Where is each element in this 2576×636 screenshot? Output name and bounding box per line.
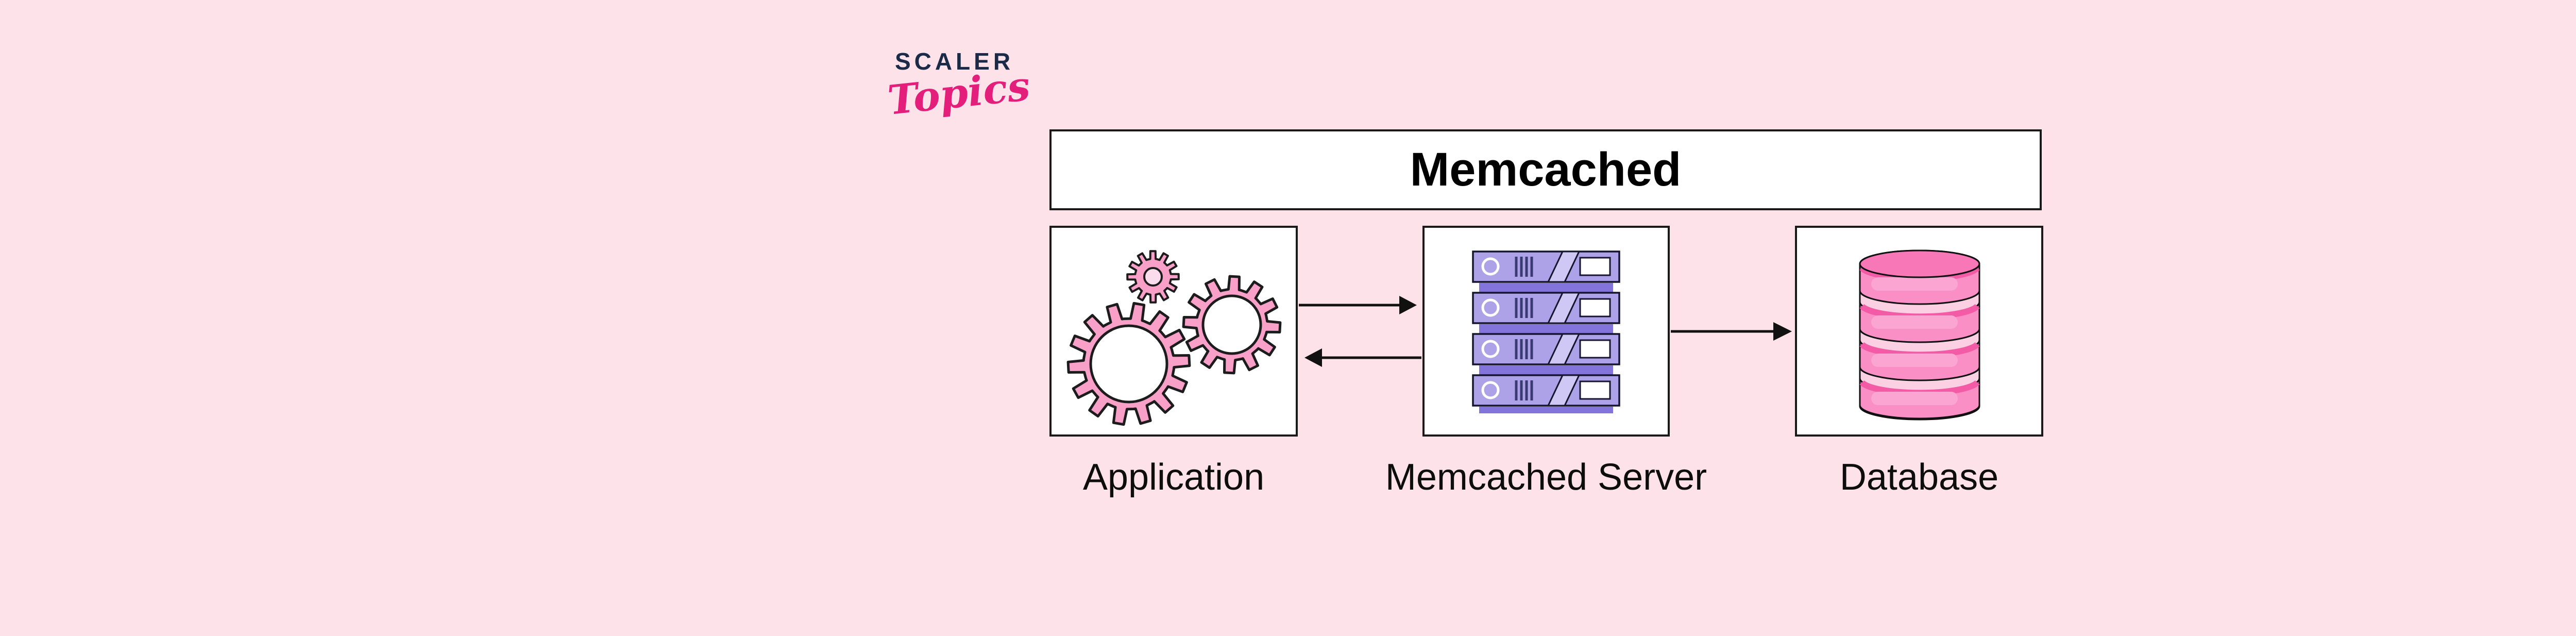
server-stack-icon <box>1472 250 1620 413</box>
diagram-title: Memcached <box>1410 143 1682 196</box>
arrow-server-to-db <box>1671 322 1792 341</box>
memcached-server-label: Memcached Server <box>1385 457 1707 498</box>
gears-icon <box>1066 250 1282 426</box>
arrow-app-to-server <box>1299 296 1417 314</box>
application-label: Application <box>1082 457 1265 498</box>
application-box <box>1049 226 1298 437</box>
logo-script-text: Topics <box>885 62 1032 124</box>
scaler-topics-logo: SCALER Topics <box>886 48 1032 124</box>
logo-brand-text: SCALER <box>894 48 1014 75</box>
memcached-server-box <box>1422 226 1670 437</box>
arrow-server-to-app <box>1304 348 1421 367</box>
database-icon <box>1859 249 1980 421</box>
database-box <box>1795 226 2043 437</box>
database-label: Database <box>1839 457 1999 498</box>
memcached-title-box: Memcached <box>1049 129 2042 210</box>
